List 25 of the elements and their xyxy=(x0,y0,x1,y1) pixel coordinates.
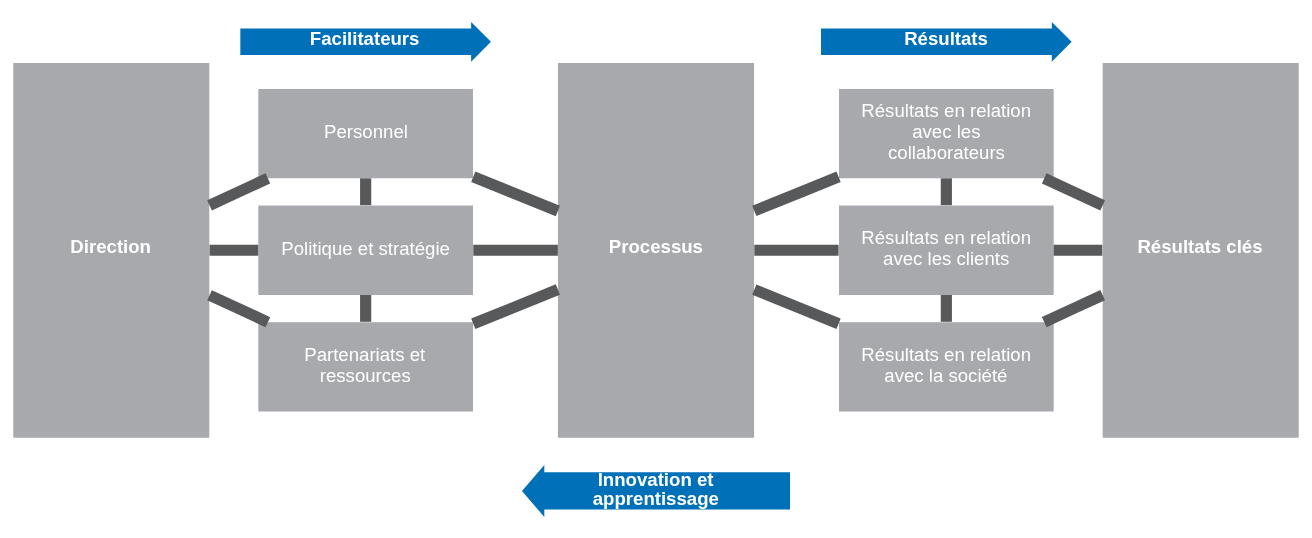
connector xyxy=(1041,172,1105,210)
connector xyxy=(209,244,259,256)
node-box: Politique et stratégie xyxy=(258,205,473,295)
connector xyxy=(752,283,841,329)
connector xyxy=(940,294,952,322)
node-box: Résultats clés xyxy=(1102,62,1299,438)
node-box: Résultats en relation avec les clients xyxy=(839,205,1054,295)
connector xyxy=(207,172,271,210)
connector xyxy=(752,171,841,216)
node-box: Résultats en relation avec la société xyxy=(839,321,1054,412)
connector xyxy=(754,244,839,256)
connector xyxy=(471,283,560,329)
connector xyxy=(1041,289,1105,327)
node-box: Personnel xyxy=(258,88,473,178)
connector xyxy=(473,244,558,256)
connector xyxy=(207,289,271,327)
node-box: Processus xyxy=(558,62,754,438)
connector xyxy=(360,177,372,205)
connector xyxy=(940,177,952,205)
connector xyxy=(471,171,560,216)
node-box: Direction xyxy=(13,62,210,438)
connector xyxy=(360,294,372,322)
connector xyxy=(1053,244,1103,256)
node-box: Partenariats et ressources xyxy=(258,321,473,412)
node-box: Résultats en relation avec les collaborateurs xyxy=(839,88,1054,178)
